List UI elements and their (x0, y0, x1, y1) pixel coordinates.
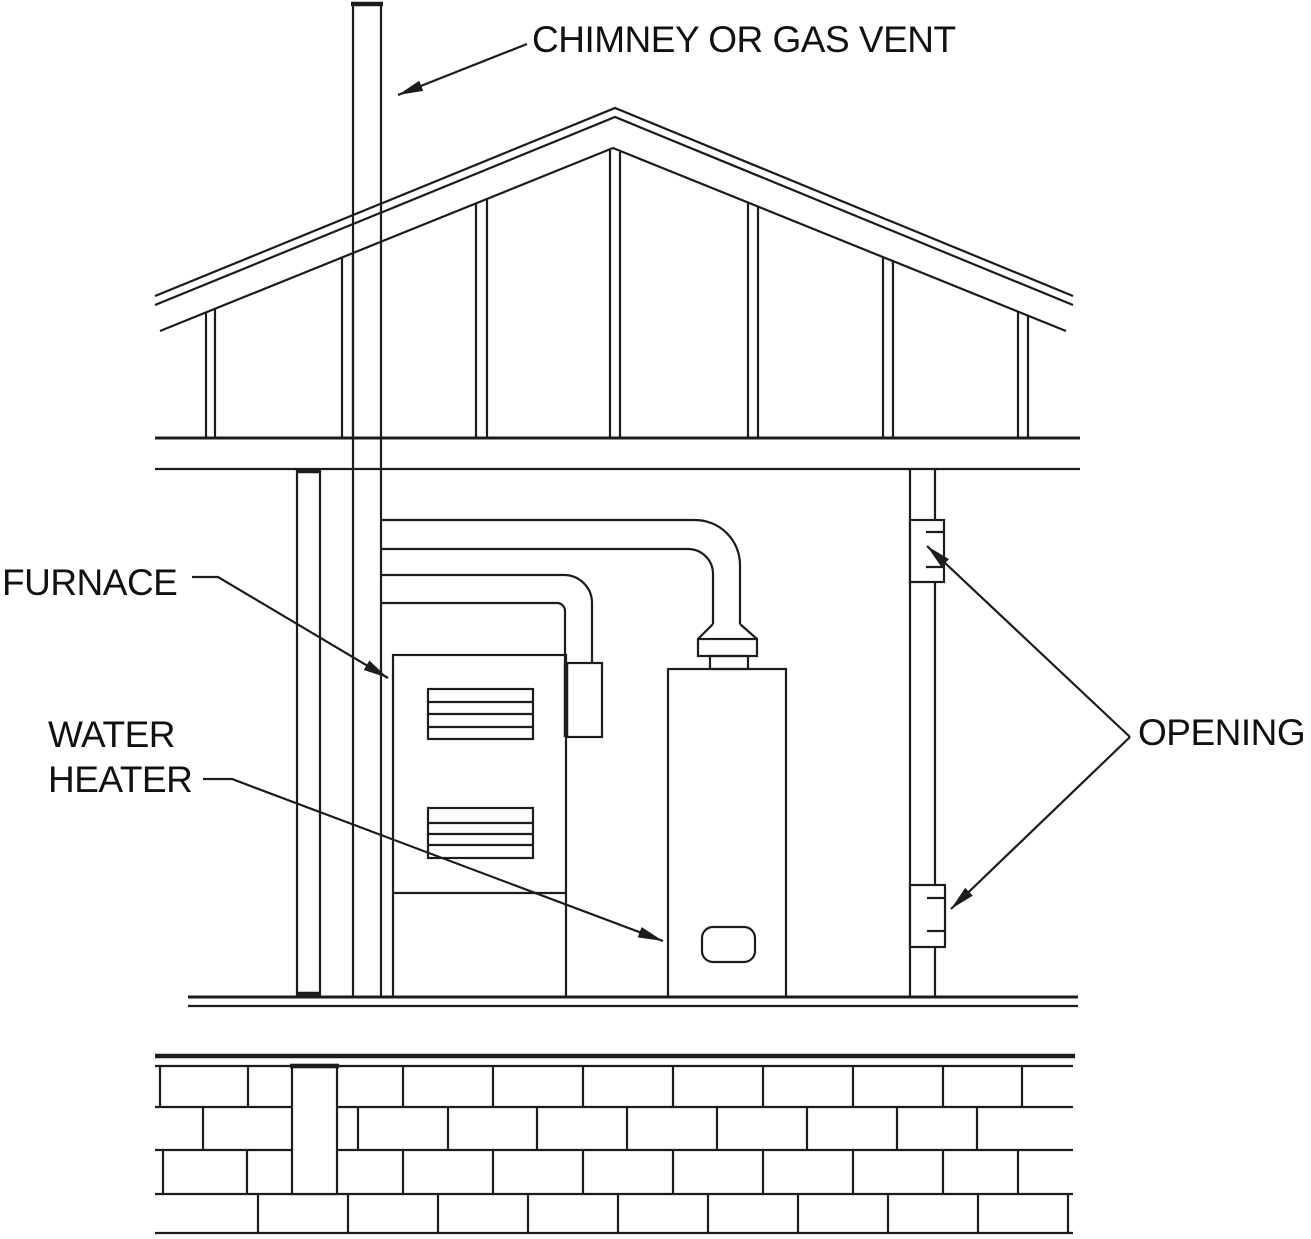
attic-stud (204, 309, 217, 437)
upper-opening-box (908, 518, 946, 584)
attic-stud (1016, 312, 1030, 437)
brick-joints-row4 (256, 1194, 1070, 1233)
lower-opening-louvers (927, 896, 945, 933)
water-heater-vent-connector (381, 547, 715, 624)
furnace-lower-grille-slats (428, 821, 533, 847)
water-heater (666, 623, 788, 999)
water-heater-tank (666, 667, 788, 999)
right-wall (908, 469, 947, 997)
water-heater-leader-arrow (203, 777, 664, 943)
chimney-leader-arrow (397, 42, 528, 97)
attic-studs (204, 150, 1030, 437)
furnace-upper-grille-slats (428, 700, 533, 729)
draft-hood-cone (697, 623, 758, 640)
furnace-vent-connector (381, 601, 567, 663)
ceiling-band (155, 436, 1080, 471)
chimney-label: CHIMNEY OR GAS VENT (532, 19, 956, 60)
attic-king-stud (608, 150, 622, 437)
furnace-label: FURNACE (2, 562, 177, 603)
furnace-body (391, 653, 568, 999)
attic-stud (881, 257, 895, 437)
roof-sheathing-line (154, 115, 1074, 307)
roof-outer-line (154, 106, 1074, 298)
draft-hood-band (696, 637, 759, 658)
brick-joints-row3 (161, 1150, 1020, 1194)
opening-upper-leader-arrow (926, 545, 1131, 738)
opening-label: OPENING (1138, 712, 1305, 753)
water-heater-label-line1: WATER (48, 714, 175, 755)
rafter-bottom-line (159, 146, 1067, 333)
brick-course-lines (155, 1064, 1073, 1235)
foundation (155, 1053, 1075, 1235)
upper-opening (908, 518, 946, 584)
water-heater-label-line2: HEATER (48, 759, 192, 800)
attic-stud (474, 199, 489, 437)
vent-connectors (381, 518, 742, 663)
furnace-vent-collar-box (564, 661, 604, 739)
burner-access-door (700, 925, 757, 964)
roof (154, 106, 1074, 333)
water-heater-vent-connector (381, 518, 742, 624)
draft-hood-neck (708, 654, 750, 671)
brick-joints-row1 (158, 1066, 1024, 1107)
furnace-leader-arrow (192, 575, 389, 679)
furnace-vent-connector (381, 573, 594, 663)
labels: CHIMNEY OR GAS VENT FURNACE WATER HEATER… (2, 19, 1306, 943)
attic-stud (340, 253, 355, 437)
attic-stud (746, 203, 760, 437)
chimney (351, 1, 383, 997)
foundation-chimney-column (290, 1063, 339, 1196)
lower-opening-box (908, 883, 947, 949)
furnace (391, 653, 604, 999)
lower-opening (908, 883, 947, 949)
room-floor (188, 995, 1078, 1008)
opening-lower-leader-arrow (950, 736, 1131, 910)
brick-joints-row2 (201, 1107, 979, 1150)
left-pillar (295, 468, 322, 997)
